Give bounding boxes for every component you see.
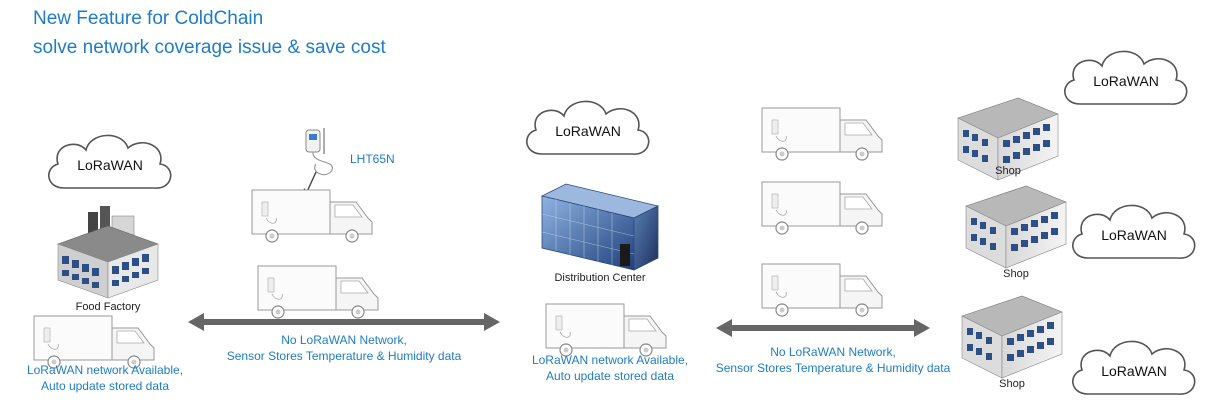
- distribution-status-line2: Auto update stored data: [545, 369, 675, 383]
- transit-left-line2: Sensor Stores Temperature & Humidity dat…: [226, 349, 462, 363]
- shop-icon: [961, 295, 1063, 380]
- shop-label: Shop: [1003, 268, 1029, 280]
- shop-label: Shop: [995, 165, 1021, 177]
- cloud-distribution: LoRaWAN: [520, 92, 660, 164]
- truck-transit-right-1: [761, 107, 884, 161]
- distribution-status-line1: LoRaWAN network Available,: [531, 353, 689, 367]
- cloud-label: LoRaWAN: [1093, 73, 1159, 89]
- double-arrow-left: [188, 312, 500, 332]
- cloud-label: LoRaWAN: [1101, 363, 1167, 379]
- truck-transit-right-2: [761, 181, 884, 235]
- cloud-label: LoRaWAN: [555, 123, 621, 139]
- cloud-shop-1: LoRaWAN: [1058, 42, 1198, 114]
- truck-transit-left-1: [251, 189, 374, 243]
- transit-right-line1: No LoRaWAN Network,: [770, 345, 896, 359]
- transit-right-line2: Sensor Stores Temperature & Humidity dat…: [715, 361, 951, 375]
- transit-left-line1: No LoRaWAN Network,: [281, 333, 407, 347]
- distribution-center-label: Distribution Center: [554, 272, 646, 284]
- truck-factory: [33, 315, 156, 369]
- truck-transit-right-3: [761, 263, 884, 317]
- cloud-label: LoRaWAN: [1101, 227, 1167, 243]
- page-title: New Feature for ColdChain: [33, 8, 264, 29]
- shop-label: Shop: [999, 378, 1025, 390]
- double-arrow-right: [716, 318, 930, 338]
- cloud-factory: LoRaWAN: [42, 126, 182, 198]
- sensor-icon: [296, 124, 356, 214]
- truck-distribution: [545, 303, 668, 357]
- cloud-shop-2: LoRaWAN: [1066, 196, 1206, 268]
- factory-status-line2: Auto update stored data: [40, 379, 170, 393]
- cloud-shop-3: LoRaWAN: [1066, 332, 1206, 404]
- food-factory-icon: [52, 204, 164, 300]
- sensor-label: LHT65N: [350, 152, 395, 166]
- shop-icon: [965, 185, 1067, 270]
- cloud-label: LoRaWAN: [77, 157, 143, 173]
- page-subtitle: solve network coverage issue & save cost: [33, 37, 386, 58]
- distribution-center-icon: [536, 182, 660, 272]
- factory-status-line1: LoRaWAN network Available,: [26, 363, 184, 377]
- truck-transit-left-2: [257, 265, 380, 319]
- food-factory-label: Food Factory: [75, 301, 141, 313]
